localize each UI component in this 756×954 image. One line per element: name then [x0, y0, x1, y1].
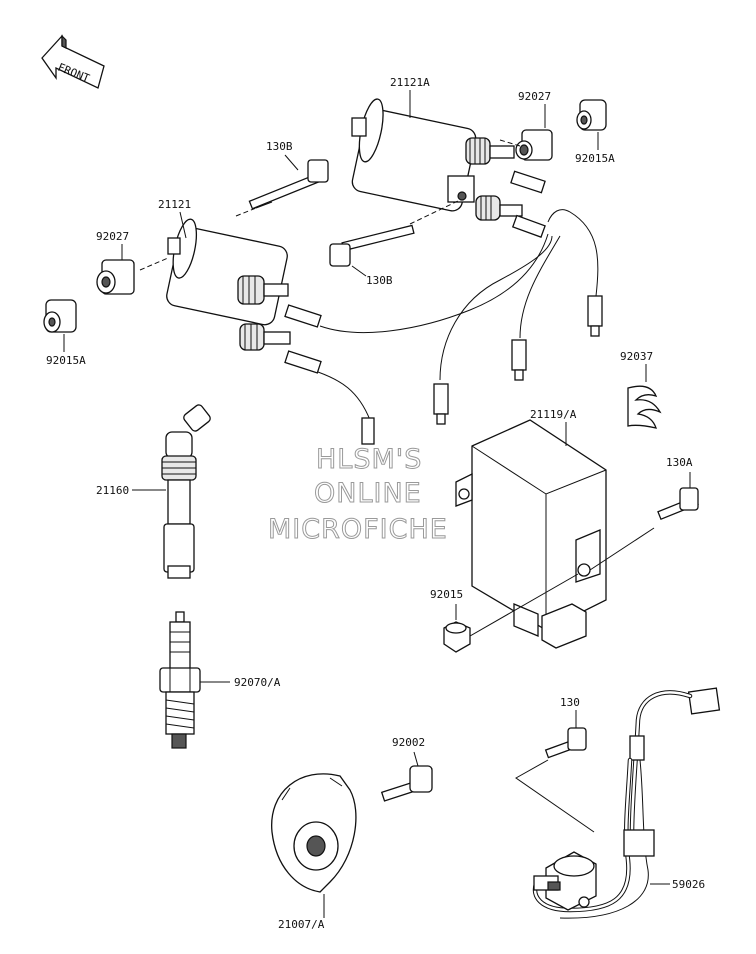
- label-59026: 59026: [672, 878, 705, 891]
- watermark-line-3: MICROFICHE: [268, 514, 448, 545]
- label-21121A: 21121A: [390, 76, 430, 89]
- wire-clamp[interactable]: [627, 385, 662, 429]
- pickup-coil[interactable]: [532, 687, 721, 919]
- label-92027-upper: 92027: [518, 90, 551, 103]
- label-21007A: 21007/A: [278, 918, 325, 931]
- label-130B-upper: 130B: [266, 140, 293, 153]
- front-arrow: FRONT: [41, 34, 105, 89]
- ignition-coil-lower[interactable]: [165, 217, 322, 374]
- coil-cap-left[interactable]: [96, 259, 135, 295]
- label-130B-mid: 130B: [366, 274, 393, 287]
- watermark: HLSM'S ONLINE MICROFICHE: [268, 444, 448, 546]
- label-92002: 92002: [392, 736, 425, 749]
- label-21160: 21160: [96, 484, 129, 497]
- label-130A: 130A: [666, 456, 693, 469]
- label-92037: 92037: [620, 350, 653, 363]
- spark-plug-cap[interactable]: [161, 403, 212, 579]
- ignition-coil-upper[interactable]: [350, 97, 546, 238]
- bolt-130A[interactable]: [657, 487, 699, 521]
- label-21121: 21121: [158, 198, 191, 211]
- grommet-upper[interactable]: [576, 99, 607, 131]
- coil-cap-upper[interactable]: [515, 129, 553, 161]
- grommet-left[interactable]: [43, 299, 77, 333]
- bolt-92002[interactable]: [380, 765, 433, 802]
- lead-terminals: [433, 295, 603, 425]
- label-21119A: 21119/A: [530, 408, 577, 421]
- timing-rotor[interactable]: [271, 773, 357, 893]
- bolt-130B-upper[interactable]: [248, 159, 329, 210]
- bolt-130[interactable]: [544, 727, 587, 759]
- igniter-unit[interactable]: [455, 419, 607, 649]
- nut-92015[interactable]: [443, 621, 471, 653]
- label-92027-left: 92027: [96, 230, 129, 243]
- spark-plug[interactable]: [159, 611, 201, 749]
- label-92015A-left: 92015A: [46, 354, 86, 367]
- bolt-130B-mid[interactable]: [329, 224, 415, 267]
- label-92015: 92015: [430, 588, 463, 601]
- label-92070A: 92070/A: [234, 676, 281, 689]
- label-130: 130: [560, 696, 580, 709]
- label-92015A-upper: 92015A: [575, 152, 615, 165]
- watermark-line-1: HLSM'S: [316, 444, 422, 475]
- watermark-line-2: ONLINE: [314, 478, 422, 509]
